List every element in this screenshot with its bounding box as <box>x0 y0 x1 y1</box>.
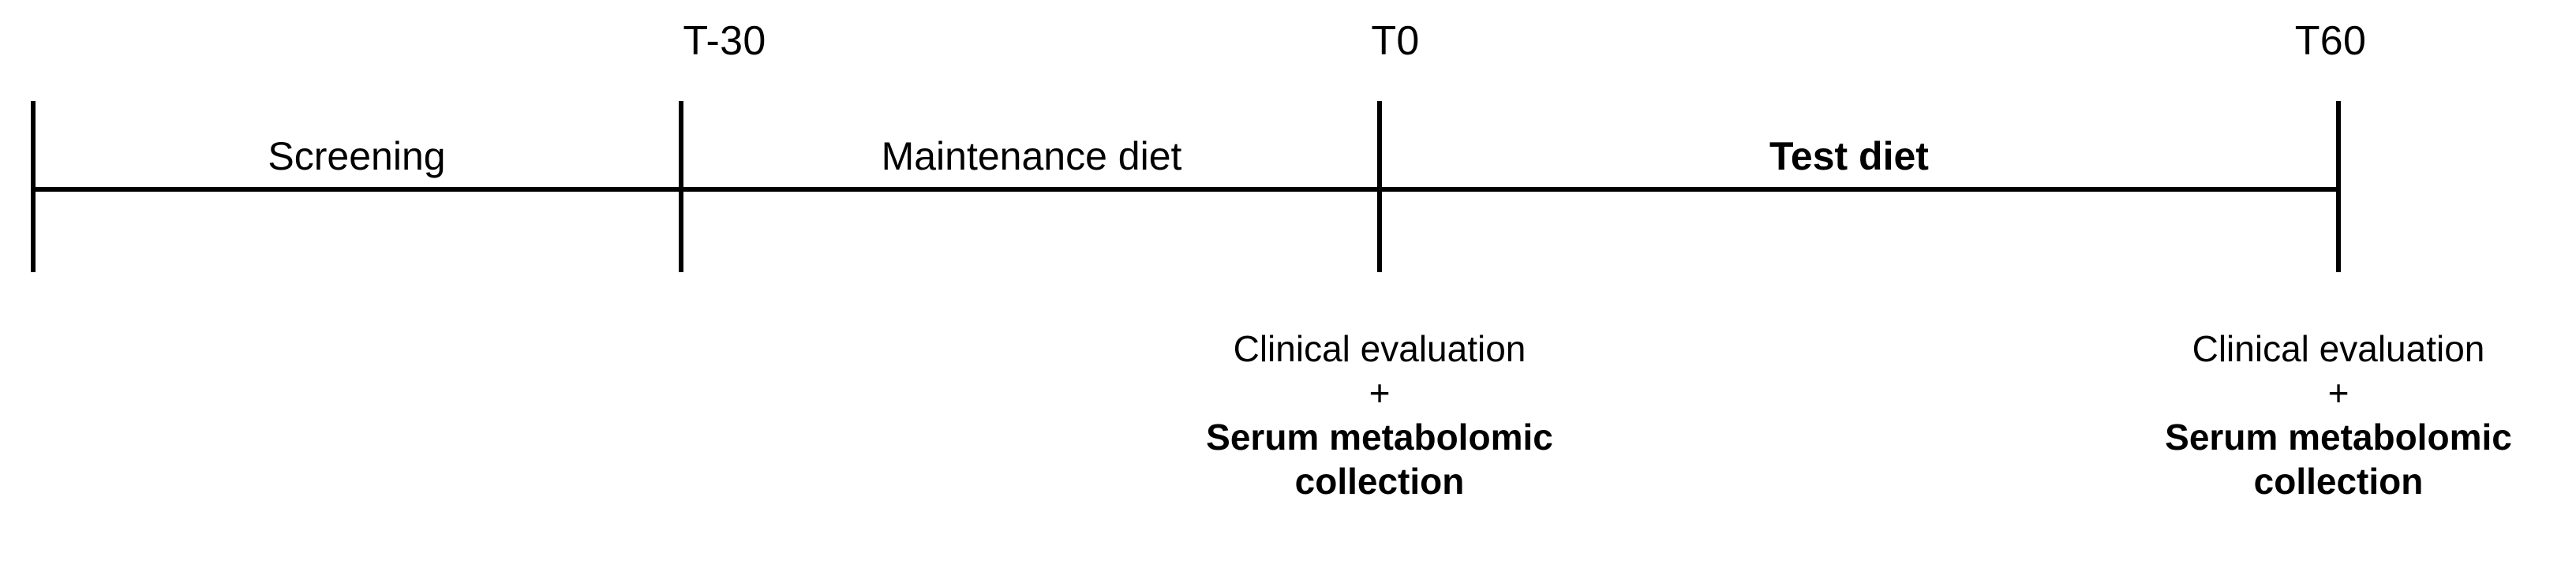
timeline-tick-t0 <box>1377 101 1382 272</box>
annotation-block-t0: Clinical evaluation + Serum metabolomic … <box>1119 327 1640 503</box>
annotation-line-collection: collection <box>1294 461 1465 503</box>
timeline-tick-t60 <box>2336 101 2341 272</box>
phase-label-screening: Screening <box>268 134 446 178</box>
annotation-line-collection: collection <box>2253 461 2424 503</box>
annotation-line-plus: + <box>2327 372 2349 414</box>
annotation-block-t60: Clinical evaluation + Serum metabolomic … <box>2078 327 2576 503</box>
timepoint-label-t-30: T-30 <box>683 18 766 64</box>
timepoint-label-t0: T0 <box>1371 18 1420 64</box>
timeline-tick-t-30 <box>679 101 683 272</box>
phase-label-maintenance-diet: Maintenance diet <box>881 134 1182 178</box>
annotation-line-clinical-evaluation: Clinical evaluation <box>2192 328 2485 369</box>
annotation-line-clinical-evaluation: Clinical evaluation <box>1233 328 1526 369</box>
annotation-line-plus: + <box>1368 372 1391 414</box>
timepoint-label-t60: T60 <box>2294 18 2367 64</box>
phase-label-test-diet: Test diet <box>1769 134 1929 178</box>
annotation-line-serum-metabolomic: Serum metabolomic <box>1206 417 1553 458</box>
timeline-axis <box>33 187 2340 192</box>
annotation-line-serum-metabolomic: Serum metabolomic <box>2165 417 2512 458</box>
timeline-tick-start <box>31 101 36 272</box>
